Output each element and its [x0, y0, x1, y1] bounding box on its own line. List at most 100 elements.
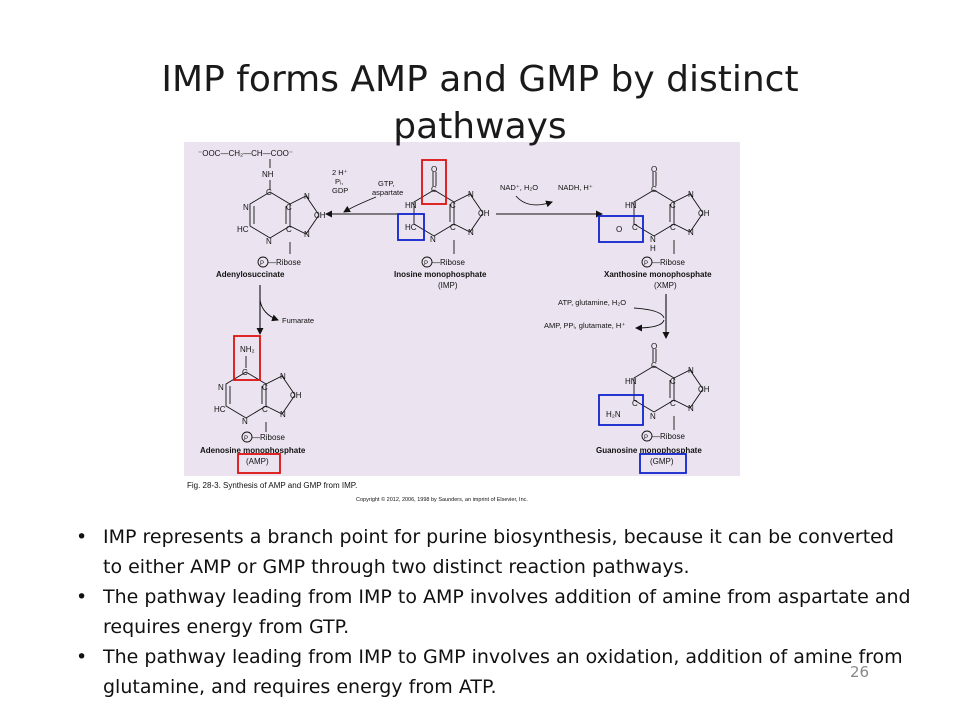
gmp-amine-highlight — [598, 394, 644, 426]
svg-text:N: N — [243, 203, 249, 212]
page-number: 26 — [850, 663, 870, 681]
svg-text:C: C — [262, 383, 268, 392]
svg-text:O: O — [616, 225, 622, 234]
svg-text:HN: HN — [625, 201, 637, 210]
svg-text:P: P — [644, 261, 648, 267]
adenylosuccinate-structure: ⁻OOC—CH₂—CH—COO⁻ NH C N C N CH HC C N N … — [198, 149, 326, 279]
svg-text:C: C — [670, 377, 676, 386]
amp-label: Adenosine monophosphate — [200, 446, 306, 455]
svg-text:NAD⁺, H₂O: NAD⁺, H₂O — [500, 183, 538, 192]
svg-text:C: C — [670, 399, 676, 408]
svg-text:N: N — [304, 230, 310, 239]
xmp-to-gmp-arrow: ATP, glutamine, H₂O AMP, PPᵢ, glutamate,… — [544, 294, 670, 339]
svg-text:CH: CH — [314, 211, 326, 220]
imp-structure: O C HN C N CH HC C N N P —Ribose Inosine… — [394, 165, 490, 290]
amp-amine-highlight — [233, 335, 261, 381]
bullet-dot: • — [76, 646, 88, 668]
gmp-label: Guanosine monophosphate — [596, 446, 702, 455]
figure-copyright: Copyright © 2012, 2006, 1998 by Saunders… — [356, 496, 528, 503]
imp-to-adenylosuccinate-arrow: 2 H⁺ Pᵢ, GDP GTP, aspartate — [325, 168, 406, 218]
svg-text:C: C — [431, 185, 437, 194]
svg-text:N: N — [304, 192, 310, 201]
bullet-dot: • — [76, 526, 88, 548]
svg-text:—Ribose: —Ribose — [432, 258, 465, 267]
svg-text:N: N — [280, 410, 286, 419]
adenylosuccinate-to-amp-arrow: Fumarate — [256, 285, 314, 335]
gmp-abbr-highlight — [639, 453, 687, 474]
imp-abbr: (IMP) — [438, 281, 458, 290]
svg-text:HN: HN — [405, 201, 417, 210]
adenylosuccinate-label: Adenylosuccinate — [216, 270, 285, 279]
blue-highlights — [397, 213, 687, 474]
svg-text:N: N — [688, 228, 694, 237]
svg-text:Fumarate: Fumarate — [282, 316, 314, 325]
svg-text:C: C — [262, 405, 268, 414]
svg-text:H₂N: H₂N — [606, 410, 621, 419]
bullet-dot: • — [76, 586, 88, 608]
svg-text:O: O — [651, 342, 657, 351]
imp-to-xmp-arrow: NAD⁺, H₂O NADH, H⁺ — [496, 183, 603, 218]
svg-text:O: O — [431, 165, 437, 174]
imp-carbonyl-highlight — [421, 159, 447, 205]
svg-text:C: C — [242, 368, 248, 377]
svg-text:N: N — [688, 366, 694, 375]
red-highlights — [233, 159, 447, 474]
svg-text:C: C — [670, 201, 676, 210]
svg-text:C: C — [286, 203, 292, 212]
svg-text:P: P — [424, 261, 428, 267]
gmp-structure: O C HN C N CH H₂N C C N N P —Ribose Guan… — [596, 342, 710, 466]
svg-text:C: C — [450, 201, 456, 210]
xmp-structure: O C HN C N CH O C C N N H P —Ribose Xant… — [604, 165, 712, 290]
svg-text:ATP, glutamine, H₂O: ATP, glutamine, H₂O — [558, 298, 626, 307]
svg-text:N: N — [266, 237, 272, 246]
svg-text:CH: CH — [698, 209, 710, 218]
svg-text:C: C — [632, 399, 638, 408]
xmp-oxidation-highlight — [598, 215, 644, 243]
svg-text:C: C — [670, 223, 676, 232]
svg-text:N: N — [218, 383, 224, 392]
svg-text:NH₂: NH₂ — [240, 345, 255, 354]
svg-text:N: N — [280, 372, 286, 381]
svg-text:HN: HN — [625, 377, 637, 386]
svg-text:N: N — [688, 404, 694, 413]
svg-text:C: C — [651, 185, 657, 194]
amp-abbr: (AMP) — [246, 457, 269, 466]
svg-text:P: P — [244, 436, 248, 442]
svg-text:C: C — [450, 223, 456, 232]
svg-text:CH: CH — [290, 391, 302, 400]
svg-text:C: C — [632, 223, 638, 232]
svg-text:aspartate: aspartate — [372, 188, 403, 197]
svg-text:N: N — [430, 235, 436, 244]
svg-text:HC: HC — [214, 405, 226, 414]
amp-structure: NH₂ C N C N CH HC C N N P —Ribose Adenos… — [200, 345, 306, 466]
svg-text:P: P — [644, 435, 648, 441]
svg-text:H: H — [650, 244, 656, 253]
bullet-item: •The pathway leading from IMP to AMP inv… — [76, 582, 916, 642]
svg-text:N: N — [242, 417, 248, 426]
svg-text:—Ribose: —Ribose — [268, 258, 301, 267]
svg-text:HC: HC — [237, 225, 249, 234]
svg-text:2 H⁺: 2 H⁺ — [332, 168, 348, 177]
xmp-label: Xanthosine monophosphate — [604, 270, 712, 279]
imp-label: Inosine monophosphate — [394, 270, 487, 279]
svg-text:NH: NH — [262, 170, 274, 179]
svg-text:—Ribose: —Ribose — [652, 258, 685, 267]
svg-text:N: N — [468, 228, 474, 237]
svg-text:C: C — [651, 361, 657, 370]
svg-text:GDP: GDP — [332, 186, 348, 195]
gmp-abbr: (GMP) — [650, 457, 674, 466]
svg-text:N: N — [688, 190, 694, 199]
svg-text:AMP, PPᵢ, glutamate, H⁺: AMP, PPᵢ, glutamate, H⁺ — [544, 321, 625, 330]
svg-text:P: P — [260, 261, 264, 267]
figure-caption: Fig. 28-3. Synthesis of AMP and GMP from… — [187, 481, 357, 490]
svg-text:NADH, H⁺: NADH, H⁺ — [558, 183, 593, 192]
svg-text:—Ribose: —Ribose — [252, 433, 285, 442]
xmp-abbr: (XMP) — [654, 281, 677, 290]
svg-text:C: C — [266, 188, 272, 197]
svg-text:C: C — [286, 225, 292, 234]
bullet-list: •IMP represents a branch point for purin… — [76, 522, 916, 702]
imp-c2-highlight — [397, 213, 425, 241]
svg-text:O: O — [651, 165, 657, 174]
svg-text:Pᵢ,: Pᵢ, — [335, 177, 343, 186]
svg-text:HC: HC — [405, 223, 417, 232]
